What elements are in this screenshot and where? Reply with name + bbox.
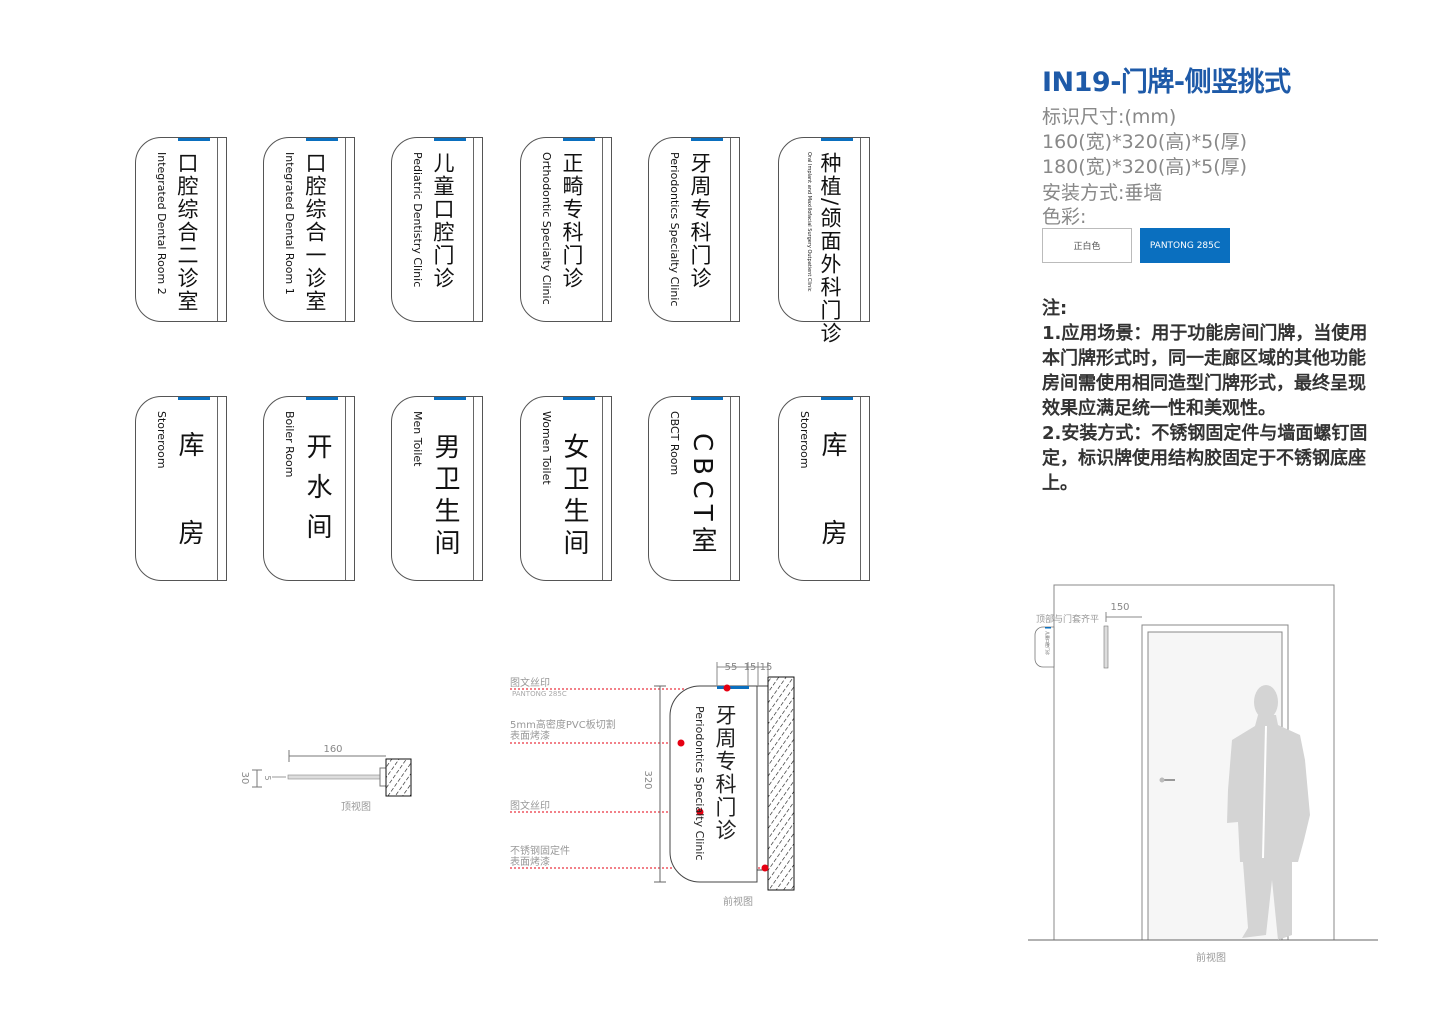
door-elevation: 150 顶部与门套齐平 儿童口腔门诊 前视图 — [1028, 584, 1378, 964]
size-1: 160(宽)*320(高)*5(厚) — [1042, 131, 1248, 153]
sign-cn: 正畸专科门诊 — [560, 152, 584, 290]
top-thickness-dim: 5 — [263, 775, 272, 780]
size-label: 标识尺寸:(mm) — [1042, 106, 1177, 128]
callout-3: 图文丝印 — [510, 799, 550, 812]
top-view-caption: 顶视图 — [341, 800, 371, 813]
door-sign: CBCT室 CBCT Room — [648, 396, 740, 581]
door-sign: 库房 Storeroom — [778, 396, 870, 581]
door-sign: 牙周专科门诊 Periodontics Specialty Clinic — [648, 137, 740, 322]
person-silhouette — [1227, 685, 1310, 940]
install-method: 安装方式:垂墙 — [1042, 182, 1163, 204]
notes-title: 注: — [1042, 298, 1068, 319]
front-view: 图文丝印 PANTONG 285C 5mm高密度PVC板切割 表面烤漆 图文丝印… — [510, 662, 795, 908]
mount-strip — [860, 138, 861, 321]
blue-accent-bar — [178, 397, 210, 400]
blue-accent-bar — [691, 138, 723, 141]
sign-en: CBCT Room — [668, 411, 681, 476]
mount-strip — [473, 397, 474, 580]
mount-strip — [345, 397, 346, 580]
front-view-caption: 前视图 — [723, 895, 753, 908]
sign-en: Orthodontic Specialty Clinic — [540, 152, 553, 305]
door-sign: 库房 Storeroom — [135, 396, 227, 581]
front-sign-en: Periodontics Specialty Clinic — [693, 706, 706, 861]
callout-1-sub: PANTONG 285C — [512, 690, 567, 698]
door-sign: 正畸专科门诊 Orthodontic Specialty Clinic — [520, 137, 612, 322]
door-sign: 男卫生间 Men Toilet — [391, 396, 483, 581]
blue-accent-bar — [178, 138, 210, 141]
color-label: 色彩: — [1042, 206, 1087, 228]
front-height-dim: 320 — [642, 770, 653, 789]
blue-accent-bar — [306, 138, 338, 141]
note-2: 2.安装方式：不锈钢固定件与墙面螺钉固定，标识牌使用结构胶固定于不锈钢底座上。 — [1042, 423, 1368, 494]
sign-en: Oral Implant and Maxillofacial Surgery O… — [806, 152, 812, 292]
swatch-white: 正白色 — [1042, 228, 1132, 263]
blue-accent-bar — [691, 397, 723, 400]
elevation-caption: 前视图 — [1196, 951, 1226, 964]
door-sign: 口腔综合一诊室 Integrated Dental Room 1 — [263, 137, 355, 322]
sign-en: Men Toilet — [411, 411, 424, 467]
mount-strip — [730, 138, 731, 321]
swatch-blue: PANTONG 285C — [1140, 228, 1230, 263]
blue-accent-bar — [563, 138, 595, 141]
blue-accent-bar — [434, 397, 466, 400]
sign-en: Storeroom — [798, 411, 811, 469]
top-view: 160 30 5 顶视图 — [239, 744, 412, 813]
dim-15a: 15 — [744, 662, 757, 673]
sign-en: Integrated Dental Room 1 — [283, 152, 296, 295]
sign-cn: CBCT室 — [687, 433, 717, 559]
callout-2-sub: 表面烤漆 — [510, 729, 550, 742]
flush-note: 顶部与门套齐平 — [1036, 613, 1099, 625]
sign-en: Women Toilet — [540, 411, 553, 485]
door-sign: 开水间 Boiler Room — [263, 396, 355, 581]
sign-cn: 女卫生间 — [559, 433, 589, 561]
door-sign: 口腔综合二诊室 Integrated Dental Room 2 — [135, 137, 227, 322]
top-depth-dim: 30 — [239, 772, 250, 785]
note-1: 1.应用场景：用于功能房间门牌，当使用本门牌形式时，同一走廊区域的其他功能房间需… — [1042, 323, 1368, 419]
mount-strip — [217, 397, 218, 580]
sign-cn: 牙周专科门诊 — [688, 152, 712, 290]
mount-strip — [217, 138, 218, 321]
dim-15b: 15 — [760, 662, 773, 673]
mount-strip — [730, 397, 731, 580]
sign-en: Pediatric Dentistry Clinic — [411, 152, 424, 288]
sign-en: Boiler Room — [283, 411, 296, 478]
mini-sign-text: 儿童口腔门诊 — [1045, 631, 1051, 655]
callout-1: 图文丝印 — [510, 676, 550, 689]
mount-strip — [602, 138, 603, 321]
sign-en: Integrated Dental Room 2 — [155, 152, 168, 295]
sign-cn: 开水间 — [302, 433, 332, 545]
door-sign: 女卫生间 Women Toilet — [520, 396, 612, 581]
sign-cn: 男卫生间 — [430, 433, 460, 561]
sign-cn: 儿童口腔门诊 — [431, 152, 455, 290]
dim-55: 55 — [725, 662, 738, 673]
callout-2: 5mm高密度PVC板切割 — [510, 718, 616, 731]
sign-cn: 口腔综合一诊室 — [303, 152, 327, 313]
mount-strip — [345, 138, 346, 321]
sign-cn: 库房 — [817, 431, 847, 551]
blue-accent-bar — [821, 397, 853, 400]
callout-4: 不锈钢固定件 — [510, 844, 570, 857]
sign-en: Periodontics Specialty Clinic — [668, 152, 681, 307]
page-title: IN19-门牌-侧竖挑式 — [1042, 67, 1291, 98]
mount-strip — [860, 397, 861, 580]
blue-accent-bar — [821, 138, 853, 141]
mount-strip — [473, 138, 474, 321]
door-sign: 儿童口腔门诊 Pediatric Dentistry Clinic — [391, 137, 483, 322]
mount-strip — [602, 397, 603, 580]
blue-accent-bar — [434, 138, 466, 141]
sign-cn: 库房 — [174, 431, 204, 551]
offset-dim: 150 — [1110, 602, 1129, 613]
front-sign-cn: 牙周专科门诊 — [713, 704, 737, 842]
blue-accent-bar — [306, 397, 338, 400]
notes: 注: 1.应用场景：用于功能房间门牌，当使用本门牌形式时，同一走廊区域的其他功能… — [1042, 296, 1382, 496]
top-width-dim: 160 — [323, 744, 342, 755]
sign-en: Storeroom — [155, 411, 168, 469]
callout-4-sub: 表面烤漆 — [510, 855, 550, 868]
size-2: 180(宽)*320(高)*5(厚) — [1042, 156, 1248, 178]
sign-cn: 口腔综合二诊室 — [175, 152, 199, 313]
blue-accent-bar — [563, 397, 595, 400]
